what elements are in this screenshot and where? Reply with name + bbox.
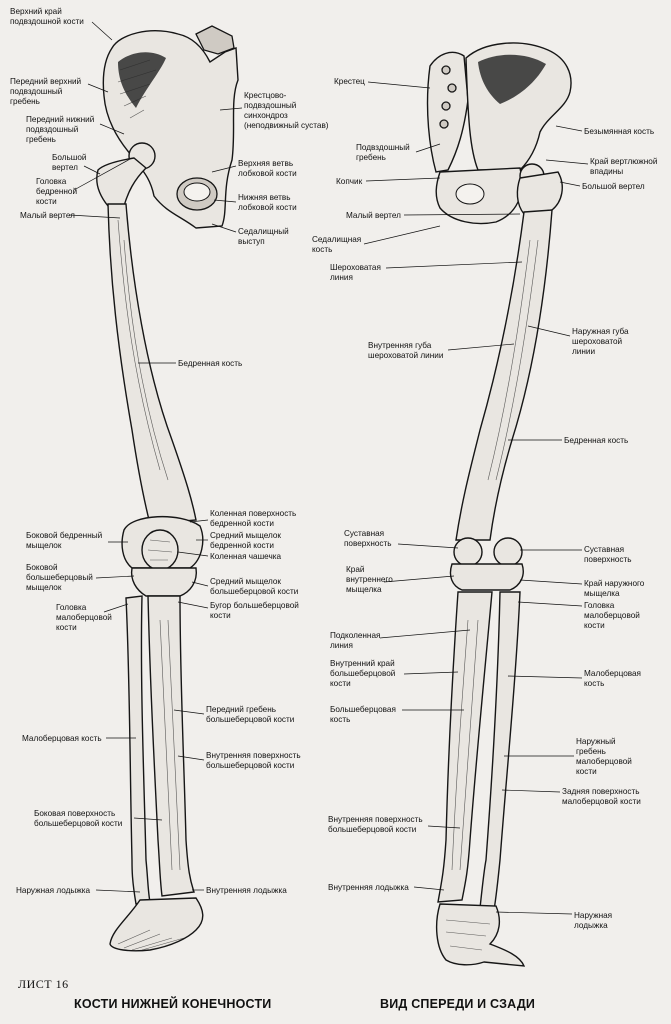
label-lesser-trochanter: Малый вертел xyxy=(20,211,75,220)
label-lateral-lip: Наружная губа шероховатой линии xyxy=(572,327,631,356)
label-posterior-surface-fibula: Задняя поверхность малоберцовой кости xyxy=(562,787,642,806)
front-view-skeleton xyxy=(96,25,239,952)
label-iliac-crest-back: Подвздошный гребень xyxy=(356,143,412,162)
label-lateral-surface-front: Боковая поверхность большеберцовой кости xyxy=(34,809,122,828)
label-medial-malleolus-front: Внутренняя лодыжка xyxy=(206,886,287,895)
label-ischial-back: Седалищная кость xyxy=(312,235,364,254)
label-femur-back: Бедренная кость xyxy=(564,436,628,445)
label-sacrum: Крестец xyxy=(334,77,365,86)
label-medial-condyle-femur: Средний мыщелок бедренной кости xyxy=(210,531,283,550)
label-medial-condyle-edge: Край внутреннего мыщелка xyxy=(346,565,395,594)
label-articular-surface-right: Суставная поверхность xyxy=(584,545,632,564)
label-tibia-back: Большеберцовая кость xyxy=(330,705,398,724)
back-labels: Крестец Безымянная кость Подвздошный гре… xyxy=(312,77,660,930)
front-labels: Верхний край подвздошной кости Передний … xyxy=(10,7,329,895)
label-ant-inf-spine: Передний нижний подвздошный гребень xyxy=(26,115,97,144)
label-innominate: Безымянная кость xyxy=(584,127,654,136)
back-sacrum xyxy=(426,51,469,173)
label-fibula-head-back: Головка малоберцовой кости xyxy=(584,601,642,630)
label-lateral-condyle-edge: Край наружного мыщелка xyxy=(584,579,647,598)
front-tibia xyxy=(147,595,195,897)
plate-subtitle: ВИД СПЕРЕДИ И СЗАДИ xyxy=(380,997,535,1011)
front-femur-shaft xyxy=(107,203,197,525)
label-coccyx: Копчик xyxy=(336,177,363,186)
label-ischial-tuberosity: Седалищный выступ xyxy=(238,227,291,246)
label-lateral-malleolus-front: Наружная лодыжка xyxy=(16,886,91,895)
label-lateral-malleolus-back: Наружная лодыжка xyxy=(574,911,614,930)
label-medial-lip: Внутренняя губа шероховатой линии xyxy=(368,341,443,360)
label-lateral-condyle-femur: Боковой бедренный мыщелок xyxy=(26,531,104,550)
label-anterior-crest: Передний гребень большеберцовой кости xyxy=(206,705,294,724)
label-sacroiliac: Крестцово- подвздошный синхондроз (непод… xyxy=(244,91,329,130)
label-fibula-front: Малоберцовая кость xyxy=(22,734,102,743)
label-patella: Коленная чашечка xyxy=(210,552,281,561)
label-lesser-trochanter-back: Малый вертел xyxy=(346,211,401,220)
label-fibula-head-front: Головка малоберцовой кости xyxy=(56,603,114,632)
label-inf-pubic-ramus: Нижняя ветвь лобковой кости xyxy=(238,193,297,212)
label-sup-pubic-ramus: Верхняя ветвь лобковой кости xyxy=(238,159,297,178)
label-fibula-back: Малоберцовая кость xyxy=(584,669,643,688)
label-medial-malleolus-back: Внутренняя лодыжка xyxy=(328,883,409,892)
label-knee-surface: Коленная поверхность бедренной кости xyxy=(210,509,299,528)
sheet-number: ЛИСТ 16 xyxy=(18,977,69,991)
label-femoral-head: Головка бедренной кости xyxy=(36,177,79,206)
back-foot xyxy=(435,903,526,967)
label-femur-front: Бедренная кость xyxy=(178,359,242,368)
back-view-skeleton xyxy=(426,42,572,967)
label-iliac-crest-upper: Верхний край подвздошной кости xyxy=(10,7,84,26)
label-articular-surface-left: Суставная поверхность xyxy=(344,529,392,548)
label-linea-aspera: Шероховатая линия xyxy=(330,263,383,282)
front-fibula xyxy=(125,595,151,905)
label-lateral-condyle-tibia: Боковой большеберцовый мыщелок xyxy=(26,563,95,592)
label-lateral-crest-fibula: Наружный гребень малоберцовой кости xyxy=(576,737,634,776)
label-tibial-tuberosity: Бугор большеберцовой кости xyxy=(210,601,301,620)
label-popliteal-line: Подколенная линия xyxy=(330,631,383,650)
label-medial-condyle-tibia: Средний мыщелок большеберцовой кости xyxy=(210,577,298,596)
label-acetabulum-rim: Край вертлюжной впадины xyxy=(590,157,660,176)
label-greater-trochanter: Большой вертел xyxy=(52,153,89,172)
back-tibia xyxy=(437,591,493,903)
back-femur-shaft xyxy=(455,209,553,541)
plate-title: КОСТИ НИЖНЕЙ КОНЕЧНОСТИ xyxy=(74,996,271,1011)
label-medial-surface-back: Внутренняя поверхность большеберцовой ко… xyxy=(328,815,425,834)
label-medial-border-tibia: Внутренний край большеберцовой кости xyxy=(330,659,398,688)
label-greater-trochanter-back: Большой вертел xyxy=(582,182,645,191)
label-medial-surface-front: Внутренняя поверхность большеберцовой ко… xyxy=(206,751,303,770)
label-ant-sup-spine: Передний верхний подвздошный гребень xyxy=(10,77,83,106)
